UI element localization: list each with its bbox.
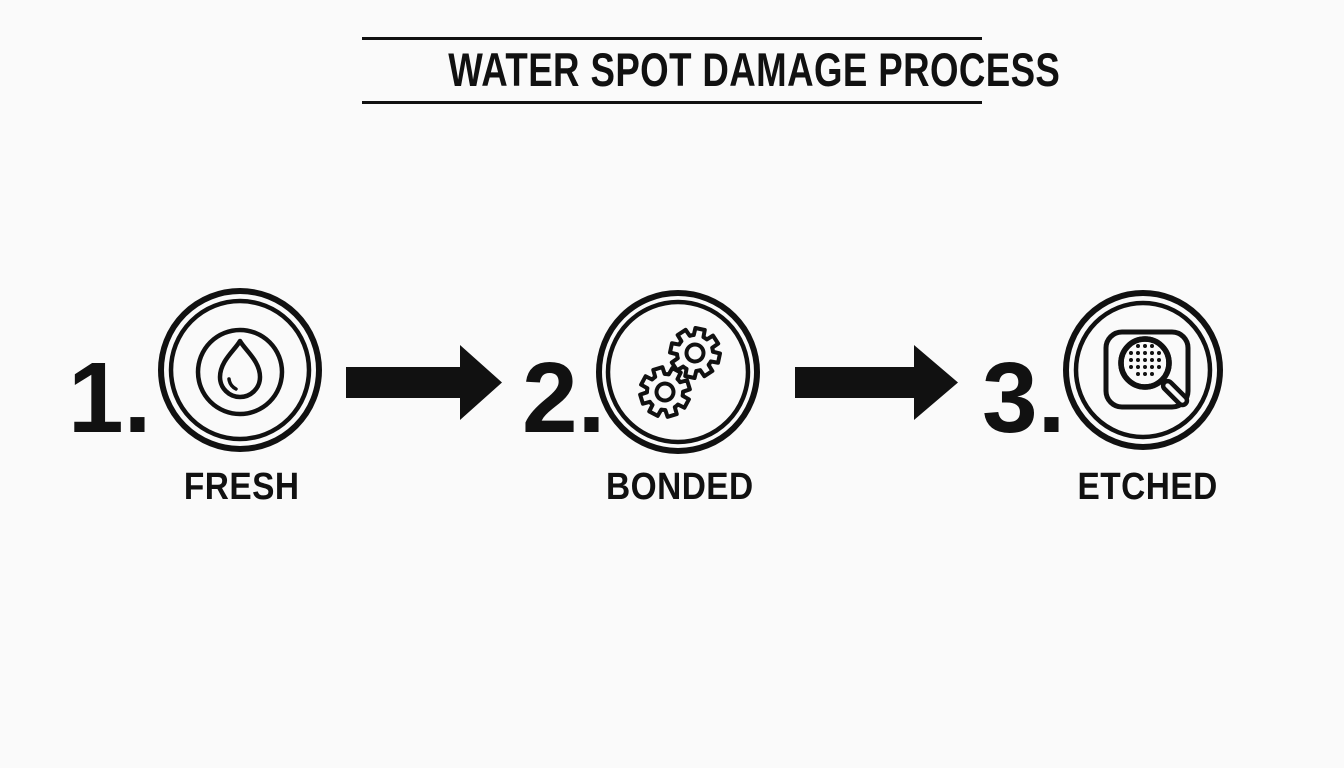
magnifying-glass-icon — [1063, 290, 1223, 450]
gears-icon — [596, 290, 760, 454]
title-block: WATER SPOT DAMAGE PROCESS — [362, 37, 1060, 104]
water-drop-icon — [158, 288, 322, 452]
step-3-label-wrap: ETCHED — [998, 468, 1298, 506]
step-3-label: ETCHED — [1077, 466, 1219, 508]
arrow-right-icon — [346, 345, 502, 420]
step-1-number: 1. — [68, 342, 152, 454]
step-3-number: 3. — [982, 342, 1066, 454]
arrow-right-icon — [795, 345, 958, 420]
step-2-label-wrap: BONDED — [530, 468, 830, 506]
step-2-number: 2. — [522, 342, 606, 454]
page-title: WATER SPOT DAMAGE PROCESS — [448, 43, 1061, 96]
step-2-label: BONDED — [606, 466, 754, 508]
step-1-label-wrap: FRESH — [92, 468, 392, 506]
step-1-label: FRESH — [184, 466, 300, 508]
